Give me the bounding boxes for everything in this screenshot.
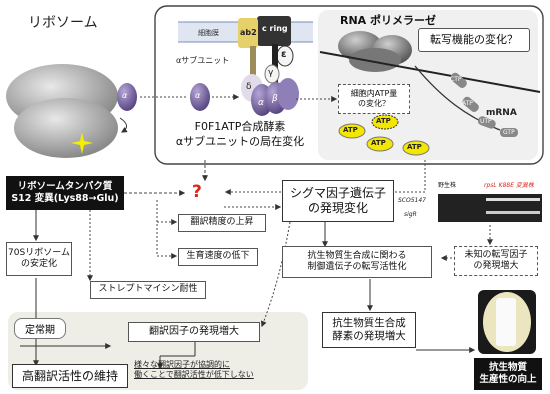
ribosomal-protein-mutation-box: リボソームタンパク質 S12 変異(Lys88→Glu) — [6, 176, 124, 210]
c-ring-label: c ring — [262, 24, 288, 33]
translation-factor-box: 翻訳因子の発現増大 — [128, 322, 260, 342]
ribosome-stabilization-box: 70Sリボソーム の安定化 — [6, 242, 72, 276]
membrane-label: 細胞膜 — [198, 29, 219, 37]
mrna-label: mRNA — [486, 108, 517, 118]
red-question-mark: ? — [192, 182, 202, 202]
ntp-badges — [450, 72, 518, 137]
atp-synthase-illustration — [238, 16, 299, 116]
antibiotic-regulator-box: 抗生物質生合成に関わる 制御遺伝子の転写活性化 — [282, 246, 432, 278]
yellow-star-icon — [71, 132, 93, 154]
synthase-title: F0F1ATP合成酵素 αサブユニットの局在変化 — [160, 120, 320, 150]
atp-label-1: ATP — [343, 126, 358, 134]
synthase-title-line2: αサブユニットの局在変化 — [175, 134, 305, 148]
delta-label: δ — [246, 82, 252, 92]
gel-row-sco5147: SCO5147 — [398, 197, 426, 204]
gamma-label: γ — [268, 68, 274, 78]
rna-polymerase-illustration — [338, 31, 412, 72]
atp-oval-4 — [402, 140, 430, 156]
gel-header-wildtype: 野生株 — [438, 182, 457, 189]
atp-oval-1 — [338, 123, 366, 139]
enzyme-expression-box: 抗生物質生合成 酵素の発現増大 — [322, 312, 416, 348]
gel-row-sigr: sigR — [404, 211, 417, 218]
gtp-label: GTP — [503, 129, 515, 136]
alpha-synthase-label: α — [258, 98, 264, 108]
protein-line1: リボソームタンパク質 — [17, 181, 113, 193]
atp-oval-3 — [366, 136, 394, 152]
translation-accuracy-box: 翻訳精度の上昇 — [178, 214, 266, 232]
sigma-factor-box: シグマ因子遺伝子 の発現変化 — [282, 180, 394, 222]
protein-line2: S12 変異(Lys88→Glu) — [11, 193, 119, 204]
subunit-label: αサブユニット — [176, 56, 230, 65]
ab-label: ab2 — [240, 28, 257, 37]
rna-pol-title: RNA ポリメラーゼ — [340, 14, 437, 27]
alpha-subunit-free — [117, 83, 137, 111]
gel-panel: 野生株 rpsL K88E 変異株 SCO5147 sigR — [398, 180, 544, 226]
gel-header-mutant: rpsL K88E 変異株 — [484, 182, 534, 189]
ribosome-label: リボソーム — [28, 15, 98, 31]
atp-amount-box: 細胞内ATP量 の変化？ — [338, 84, 410, 114]
atp-label-2: ATP — [376, 117, 391, 125]
unknown-transcription-factor-box: 未知の転写因子 の発現増大 — [454, 246, 538, 276]
utp-label: UTP — [480, 118, 492, 125]
alpha-subunit-membrane — [190, 83, 210, 111]
atp-oval-2 — [371, 114, 399, 130]
epsilon-label: ε — [281, 49, 287, 60]
atp-ntp-label: ATP — [462, 100, 473, 107]
atp-label-4: ATP — [407, 143, 422, 151]
ctp-label: CTP — [450, 76, 462, 83]
alpha-membrane-label: α — [195, 91, 201, 100]
atp-label-3: ATP — [371, 139, 386, 147]
gel-band-1 — [486, 198, 540, 201]
high-translation-box: 高翻訳活性の維持 — [12, 364, 128, 388]
stationary-phase-label: 定常期 — [14, 318, 66, 339]
growth-rate-box: 生育速度の低下 — [178, 248, 258, 266]
alpha-free-label: α — [122, 91, 128, 100]
antibiotic-productivity-box: 抗生物質 生産性の向上 — [474, 358, 542, 390]
synthase-title-line1: F0F1ATP合成酵素 — [194, 120, 286, 133]
ribosome-illustration — [6, 64, 118, 158]
gel-band-2 — [486, 211, 540, 214]
cooperation-note: 様々な翻訳因子が協調的に 働くことで翻訳活性が低下しない — [134, 360, 254, 380]
transcription-question-box: 転写機能の変化？ — [418, 28, 530, 52]
streptomycin-box: ストレプトマイシン耐性 — [90, 281, 206, 299]
beta-label: β — [272, 94, 278, 104]
